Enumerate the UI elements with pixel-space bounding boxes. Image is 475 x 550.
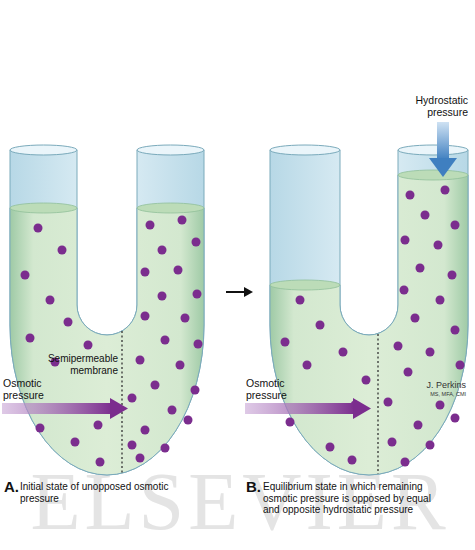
panel-caption: Initial state of unopposed osmotic press…	[20, 481, 185, 504]
membrane	[121, 331, 122, 473]
osmotic-arrow	[2, 398, 128, 419]
panel-letter: B.	[246, 478, 262, 495]
membrane	[377, 334, 378, 474]
transition-arrow	[226, 287, 253, 297]
u-tube-b	[245, 122, 468, 475]
solute-particles	[21, 216, 203, 467]
panel-caption: Equilibrium state in which remaining osm…	[263, 481, 448, 516]
membrane-label: Semipermeable membrane	[34, 353, 118, 376]
panel-letter: A.	[4, 478, 20, 495]
artist-signature: J. Perkins	[404, 380, 466, 390]
pressure-label: Hydrostatic pressure	[400, 94, 468, 118]
artist-credentials: MS, MFA, CMI	[404, 391, 466, 397]
osmotic-arrow	[245, 398, 371, 419]
pressure-label: Osmotic pressure	[246, 377, 306, 401]
solute-particles	[281, 186, 465, 467]
hydrostatic-arrow	[429, 122, 457, 177]
u-tube-a	[2, 145, 204, 475]
pressure-label: Osmotic pressure	[3, 377, 63, 401]
